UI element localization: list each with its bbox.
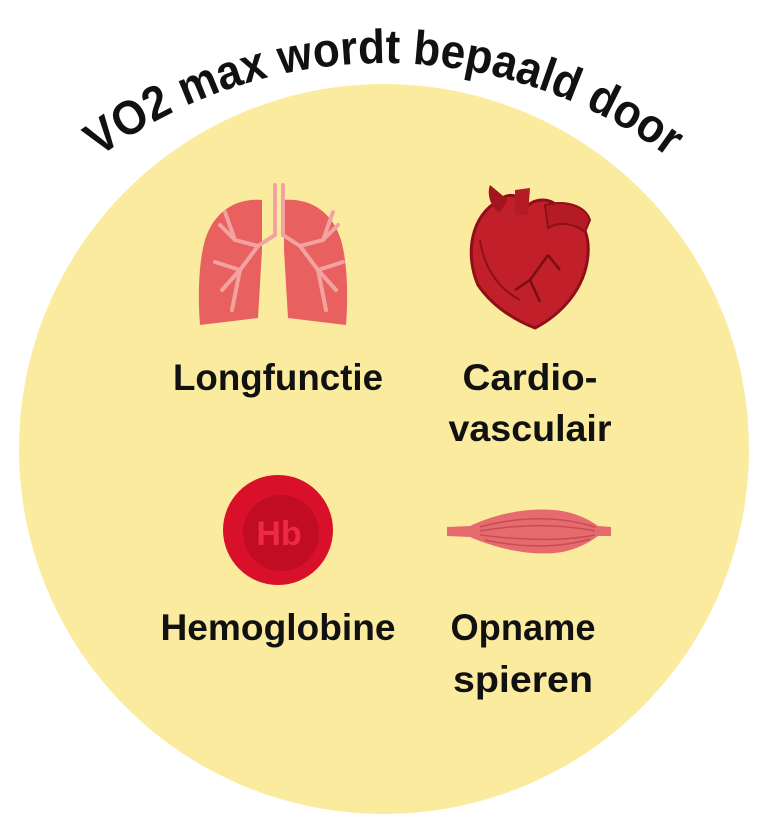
label-hemoglobine: Hemoglobine — [161, 607, 396, 648]
label-vasculair: vasculair — [449, 408, 612, 449]
red-blood-cell-icon: Hb — [223, 475, 333, 585]
svg-text:Hb: Hb — [256, 515, 301, 553]
label-opname: Opname — [451, 607, 596, 648]
muscle-icon — [447, 509, 611, 554]
lungs-icon — [198, 183, 348, 325]
label-spieren: spieren — [453, 659, 593, 700]
label-cardio: Cardio- — [463, 357, 598, 398]
background-circle — [19, 84, 749, 814]
label-longfunctie: Longfunctie — [173, 357, 383, 398]
heart-icon — [469, 185, 592, 330]
